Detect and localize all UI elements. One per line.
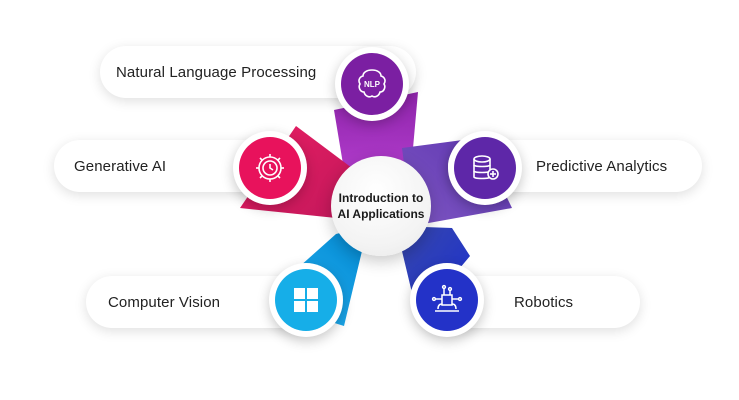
label-generative-ai: Generative AI <box>74 158 167 175</box>
disc-computer-vision <box>275 269 337 331</box>
database-plus-icon <box>473 155 499 180</box>
label-nlp: Natural Language Processing <box>116 64 317 81</box>
label-predictive-analytics: Predictive Analytics <box>536 158 668 175</box>
node-nlp: NLP <box>335 47 409 121</box>
center-title-line1: Introduction to <box>338 191 424 205</box>
gear-clock-icon <box>256 154 284 182</box>
disc-predictive-analytics <box>454 137 516 199</box>
node-predictive-analytics <box>448 131 522 205</box>
windows-icon <box>294 288 318 312</box>
label-computer-vision: Computer Vision <box>108 294 221 311</box>
node-computer-vision <box>269 263 343 337</box>
svg-text:NLP: NLP <box>364 80 381 89</box>
circuit-chip-icon <box>431 284 463 312</box>
center-title-line2: AI Applications <box>337 207 425 221</box>
disc-nlp: NLP <box>341 53 403 115</box>
nlp-brain-icon: NLP <box>358 69 386 98</box>
disc-generative-ai <box>239 137 301 199</box>
label-robotics: Robotics <box>514 294 574 311</box>
center-hub: Introduction to AI Applications <box>331 156 431 256</box>
node-robotics <box>410 263 484 337</box>
disc-robotics <box>416 269 478 331</box>
node-generative-ai <box>233 131 307 205</box>
